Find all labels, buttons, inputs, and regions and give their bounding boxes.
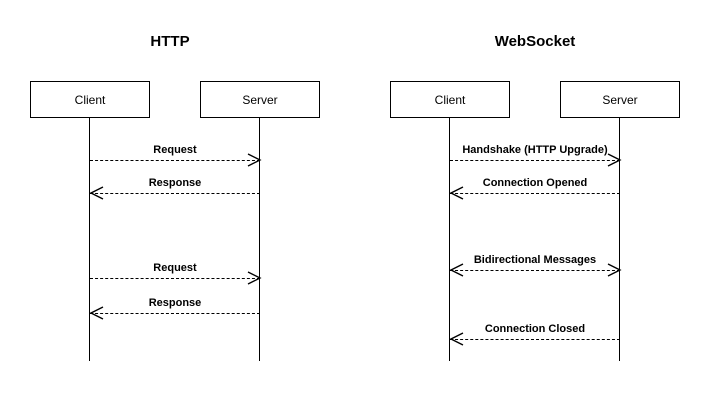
message-line xyxy=(90,160,260,161)
lifeline-websocket-client xyxy=(449,118,451,361)
message-line xyxy=(450,339,620,340)
message-line xyxy=(90,193,260,194)
participant-label: Client xyxy=(434,92,466,107)
message-line xyxy=(450,160,620,161)
participant-label: Server xyxy=(602,92,638,107)
message-label: Connection Closed xyxy=(484,323,586,335)
lifeline-websocket-server xyxy=(619,118,621,361)
message-label: Handshake (HTTP Upgrade) xyxy=(462,144,608,156)
message-label: Bidirectional Messages xyxy=(473,254,597,266)
lifeline-http-client xyxy=(89,118,91,361)
participant-label: Client xyxy=(74,92,106,107)
participant-http-client[interactable]: Client xyxy=(30,81,150,118)
participant-label: Server xyxy=(242,92,278,107)
message-label: Request xyxy=(153,144,197,156)
participant-http-server[interactable]: Server xyxy=(200,81,320,118)
message-label: Response xyxy=(148,297,202,309)
message-line xyxy=(90,313,260,314)
message-line xyxy=(450,270,620,271)
diagram-title-http: HTTP xyxy=(150,33,190,50)
participant-websocket-client[interactable]: Client xyxy=(390,81,510,118)
message-line xyxy=(450,193,620,194)
lifeline-http-server xyxy=(259,118,261,361)
message-label: Connection Opened xyxy=(482,177,588,189)
message-label: Response xyxy=(148,177,202,189)
participant-websocket-server[interactable]: Server xyxy=(560,81,680,118)
message-label: Request xyxy=(153,262,197,274)
message-line xyxy=(90,278,260,279)
diagram-title-websocket: WebSocket xyxy=(494,33,576,50)
